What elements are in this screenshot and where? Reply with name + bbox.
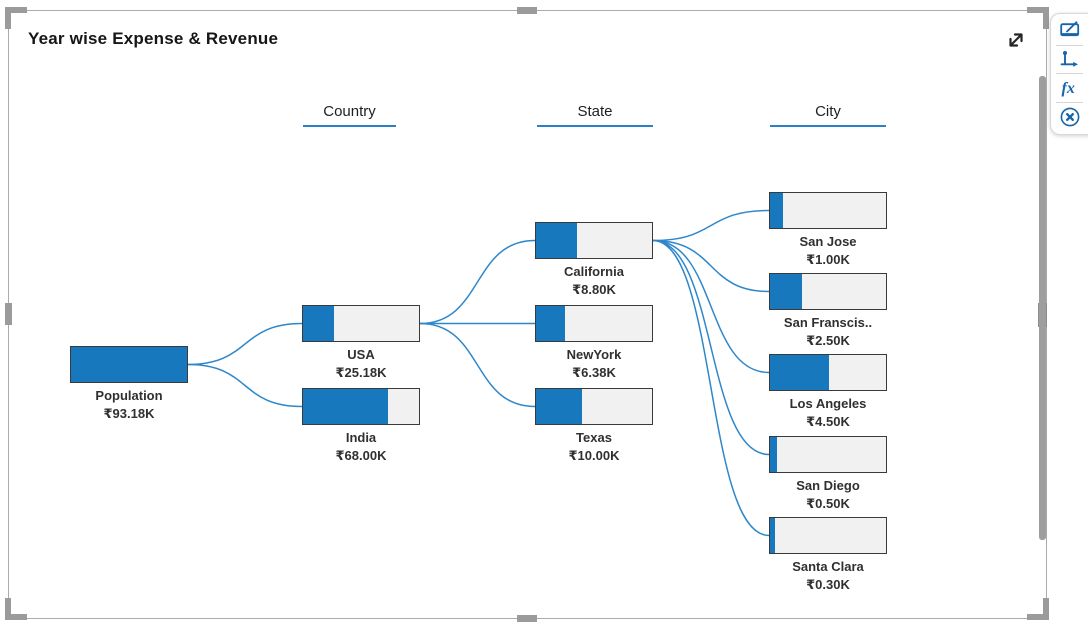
node-bar — [769, 517, 887, 554]
column-header-country: Country — [303, 102, 396, 127]
column-header-underline — [770, 125, 886, 127]
close-icon[interactable] — [1056, 104, 1083, 130]
toolbar-separator — [1056, 102, 1083, 104]
tree-node-population[interactable]: Population ₹93.18K — [70, 346, 188, 421]
node-bar — [769, 273, 887, 310]
node-value: ₹1.00K — [806, 252, 850, 267]
node-label: Santa Clara — [792, 559, 864, 574]
node-value: ₹2.50K — [806, 333, 850, 348]
tree-node-california[interactable]: California ₹8.80K — [535, 222, 653, 297]
resize-handle-bottom-center[interactable] — [517, 615, 537, 622]
tree-node-texas[interactable]: Texas ₹10.00K — [535, 388, 653, 463]
resize-handle-top-center[interactable] — [517, 7, 537, 14]
node-bar-fill — [303, 389, 388, 424]
column-header-label: Country — [323, 103, 376, 120]
node-label: Los Angeles — [789, 396, 867, 411]
node-bar-fill — [770, 355, 830, 390]
column-header-label: State — [577, 103, 613, 120]
resize-handle-bottom-right[interactable] — [1027, 598, 1049, 620]
node-label: San Diego — [796, 478, 860, 493]
node-value: ₹25.18K — [335, 365, 387, 380]
node-value: ₹6.38K — [572, 365, 616, 380]
column-header-state: State — [537, 102, 653, 127]
node-value: ₹0.50K — [806, 496, 850, 511]
visual-toolbar: fx — [1050, 13, 1088, 135]
node-bar — [769, 354, 887, 391]
node-value: ₹68.00K — [335, 448, 387, 463]
node-label: Texas — [576, 430, 612, 445]
tree-node-newyork[interactable]: NewYork ₹6.38K — [535, 305, 653, 380]
node-label: USA — [347, 347, 375, 362]
vertical-scrollbar[interactable] — [1039, 76, 1046, 540]
resize-handle-top-left[interactable] — [5, 7, 27, 29]
node-label: San Jose — [799, 234, 857, 249]
toolbar-separator — [1056, 44, 1083, 46]
resize-handle-top-right[interactable] — [1027, 7, 1049, 29]
node-bar — [535, 388, 653, 425]
node-bar-fill — [770, 274, 803, 309]
node-label: NewYork — [566, 347, 622, 362]
column-header-underline — [303, 125, 396, 127]
column-header-city: City — [770, 102, 886, 127]
node-label: California — [564, 264, 624, 279]
column-header-underline — [537, 125, 653, 127]
node-label: San Franscis.. — [783, 315, 873, 330]
column-header-label: City — [815, 103, 841, 120]
node-value: ₹10.00K — [568, 448, 620, 463]
node-bar — [769, 192, 887, 229]
tree-node-usa[interactable]: USA ₹25.18K — [302, 305, 420, 380]
node-bar-fill — [536, 389, 583, 424]
tree-node-los-angeles[interactable]: Los Angeles ₹4.50K — [769, 354, 887, 429]
tree-node-san-diego[interactable]: San Diego ₹0.50K — [769, 436, 887, 511]
node-label: India — [345, 430, 377, 445]
node-bar — [535, 305, 653, 342]
node-bar — [302, 305, 420, 342]
resize-handle-bottom-left[interactable] — [5, 598, 27, 620]
node-bar — [769, 436, 887, 473]
resize-handle-left-center[interactable] — [5, 303, 12, 325]
tree-node-india[interactable]: India ₹68.00K — [302, 388, 420, 463]
fx-formula-icon[interactable]: fx — [1056, 75, 1083, 101]
toolbar-separator — [1056, 73, 1083, 75]
node-bar — [70, 346, 188, 383]
tree-node-san-jose[interactable]: San Jose ₹1.00K — [769, 192, 887, 267]
node-value: ₹93.18K — [103, 406, 155, 421]
expand-diagonal-arrows-icon[interactable] — [1002, 26, 1030, 54]
tree-node-santa-clara[interactable]: Santa Clara ₹0.30K — [769, 517, 887, 592]
fx-label: fx — [1061, 80, 1074, 97]
node-value: ₹0.30K — [806, 577, 850, 592]
page-title: Year wise Expense & Revenue — [28, 29, 279, 48]
node-value: ₹8.80K — [572, 282, 616, 297]
monitor-edit-icon[interactable] — [1056, 18, 1083, 44]
node-bar-fill — [71, 347, 187, 382]
node-bar-fill — [536, 223, 577, 258]
axis-settings-icon[interactable] — [1056, 47, 1083, 73]
node-bar — [302, 388, 420, 425]
node-bar-fill — [770, 437, 777, 472]
node-bar — [535, 222, 653, 259]
node-value: ₹4.50K — [806, 414, 850, 429]
node-bar-fill — [770, 193, 783, 228]
tree-node-san-francisco[interactable]: San Franscis.. ₹2.50K — [769, 273, 887, 348]
node-bar-fill — [303, 306, 335, 341]
node-bar-fill — [770, 518, 775, 553]
node-label: Population — [95, 388, 163, 403]
node-bar-fill — [536, 306, 565, 341]
